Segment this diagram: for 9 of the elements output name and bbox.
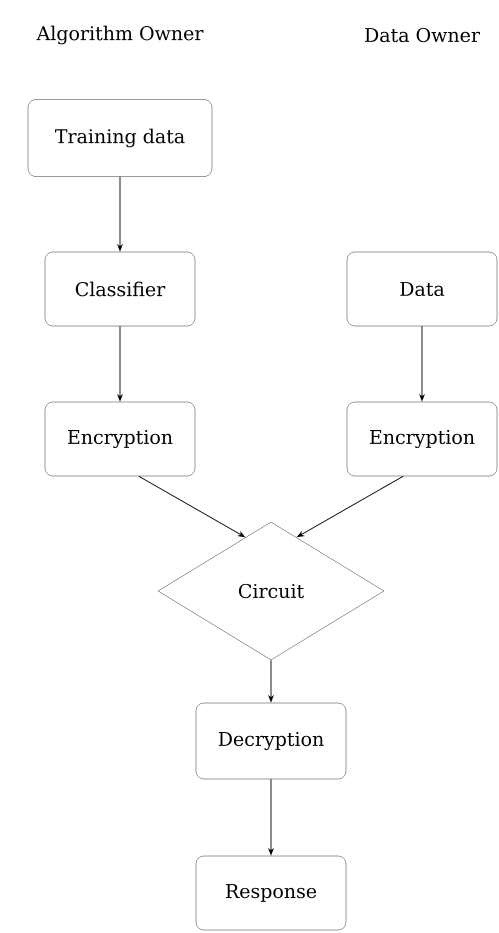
process-box: Response (196, 856, 346, 930)
column-heading: Data Owner (365, 28, 480, 42)
process-box: Training data (28, 99, 212, 177)
column-heading: Algorithm Owner (36, 26, 204, 44)
process-box: Encryption (346, 402, 498, 476)
process-box: Classifier (44, 252, 196, 326)
process-box: Decryption (196, 702, 346, 780)
process-box: Data (346, 252, 498, 326)
process-box: Encryption (44, 402, 196, 476)
